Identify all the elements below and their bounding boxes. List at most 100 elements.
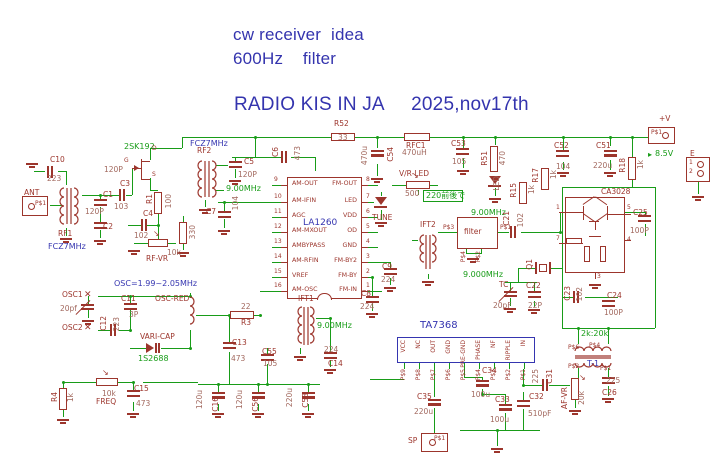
ic-pin-label: NF [490, 340, 497, 348]
ic-pin-stub [281, 247, 287, 249]
wire-segment [482, 377, 483, 380]
wire-segment [560, 212, 561, 232]
ground-icon [467, 258, 479, 264]
junction-dot [227, 314, 231, 317]
label-c13: C13 [232, 338, 247, 347]
title-line1: cw receiver idea [233, 25, 364, 44]
junction-dot [495, 429, 499, 432]
ground-icon [212, 413, 224, 419]
label-473: 473 [136, 399, 151, 408]
wire-segment [534, 282, 535, 291]
capacitor-plate [223, 347, 236, 349]
pad-circle [27, 202, 35, 210]
wire-segment [126, 195, 132, 196]
label-c14: C14 [328, 359, 343, 368]
ground-icon [602, 398, 614, 404]
wire-segment [98, 296, 190, 297]
ground-icon [57, 419, 69, 425]
label-c53: C53 [451, 139, 466, 148]
wire-segment [434, 408, 435, 433]
junction-dot [265, 383, 269, 386]
wire-segment [466, 249, 467, 254]
wire-segment [523, 385, 542, 386]
wire-segment [229, 315, 230, 342]
label-4: 4 [627, 236, 631, 243]
wire-segment [466, 253, 481, 254]
ic-pin-number: 11 [274, 208, 282, 215]
led-icon [489, 176, 501, 184]
ground-icon [589, 284, 601, 290]
capacitor-plate [456, 153, 469, 155]
ic-pin-label: NC [415, 340, 422, 349]
ic-pin-stub [281, 202, 287, 204]
wire-segment [82, 195, 103, 196]
capacitor-plate [476, 380, 489, 382]
crystal-body [539, 264, 547, 272]
wire-segment [563, 162, 564, 170]
label-af-vr: AF-VR [560, 387, 569, 410]
label-v-r-led: V/R-LED [399, 169, 429, 178]
wire-segment [119, 330, 130, 331]
label-470u: 470u [360, 146, 369, 166]
wire-segment [372, 277, 373, 296]
capacitor-plate [218, 216, 231, 218]
label-20pf: 20pf [60, 304, 77, 313]
wire-segment [100, 230, 101, 238]
wire-segment [562, 297, 573, 298]
wire-segment [272, 185, 287, 186]
jfet-source-line [141, 179, 150, 181]
wire-segment [362, 185, 378, 186]
ic-pin-label: VCC [400, 340, 407, 353]
ground-icon [324, 369, 336, 375]
wire-segment [216, 165, 228, 166]
junction-dot [558, 231, 562, 234]
wire-segment [585, 297, 618, 298]
wire-segment [578, 328, 579, 344]
label-r17: R17 [531, 168, 540, 183]
capacitor-plate [324, 357, 337, 359]
wire-segment [464, 363, 465, 369]
resistor-body [584, 246, 590, 262]
resistor-body [566, 238, 582, 244]
label-c8: C8 [361, 289, 372, 298]
wire-segment [158, 214, 159, 225]
capacitor-plate [94, 227, 107, 229]
junction-dot [256, 383, 260, 386]
wire-segment [498, 232, 509, 233]
label-freq: FREQ [96, 397, 117, 406]
capacitor-plate [302, 392, 315, 394]
ic-pad-label: P$7 [430, 369, 437, 381]
label-104: 104 [556, 162, 571, 171]
ic-pin-number: 14 [274, 253, 282, 260]
wire-segment [562, 187, 563, 328]
label-470: 470 [498, 151, 507, 166]
junction-dot [493, 136, 497, 139]
transformer-coil [189, 296, 195, 325]
x-mark-icon: ✕ [84, 290, 92, 300]
wire-segment [150, 148, 182, 149]
junction-dot [375, 136, 379, 139]
label-224: 224 [381, 275, 396, 284]
junction-dot [561, 136, 565, 139]
jfet-arrow-icon [134, 165, 139, 171]
label-p-2: P$2 [568, 363, 580, 370]
label-20k: 20k [577, 391, 586, 405]
potentiometer-arrow-icon: ↘ [579, 373, 586, 382]
wire-segment [235, 169, 236, 178]
wire-segment [232, 157, 281, 158]
led-icon [375, 197, 387, 205]
capacitor-plate [127, 390, 140, 392]
wire-segment [118, 382, 133, 383]
label-s: S [152, 171, 156, 178]
pad-circle [661, 131, 669, 139]
label-c58: C58 [301, 393, 310, 408]
label-225: 225 [531, 369, 540, 384]
label-c15: C15 [134, 384, 149, 393]
label-120u: 120u [235, 390, 244, 410]
ground-icon [128, 250, 140, 256]
ic-pin-number: 10 [274, 193, 282, 200]
label-p-4: P$4 [460, 251, 467, 263]
diode-bar [155, 343, 157, 353]
wire-segment [390, 278, 391, 285]
ground-icon [384, 287, 396, 293]
